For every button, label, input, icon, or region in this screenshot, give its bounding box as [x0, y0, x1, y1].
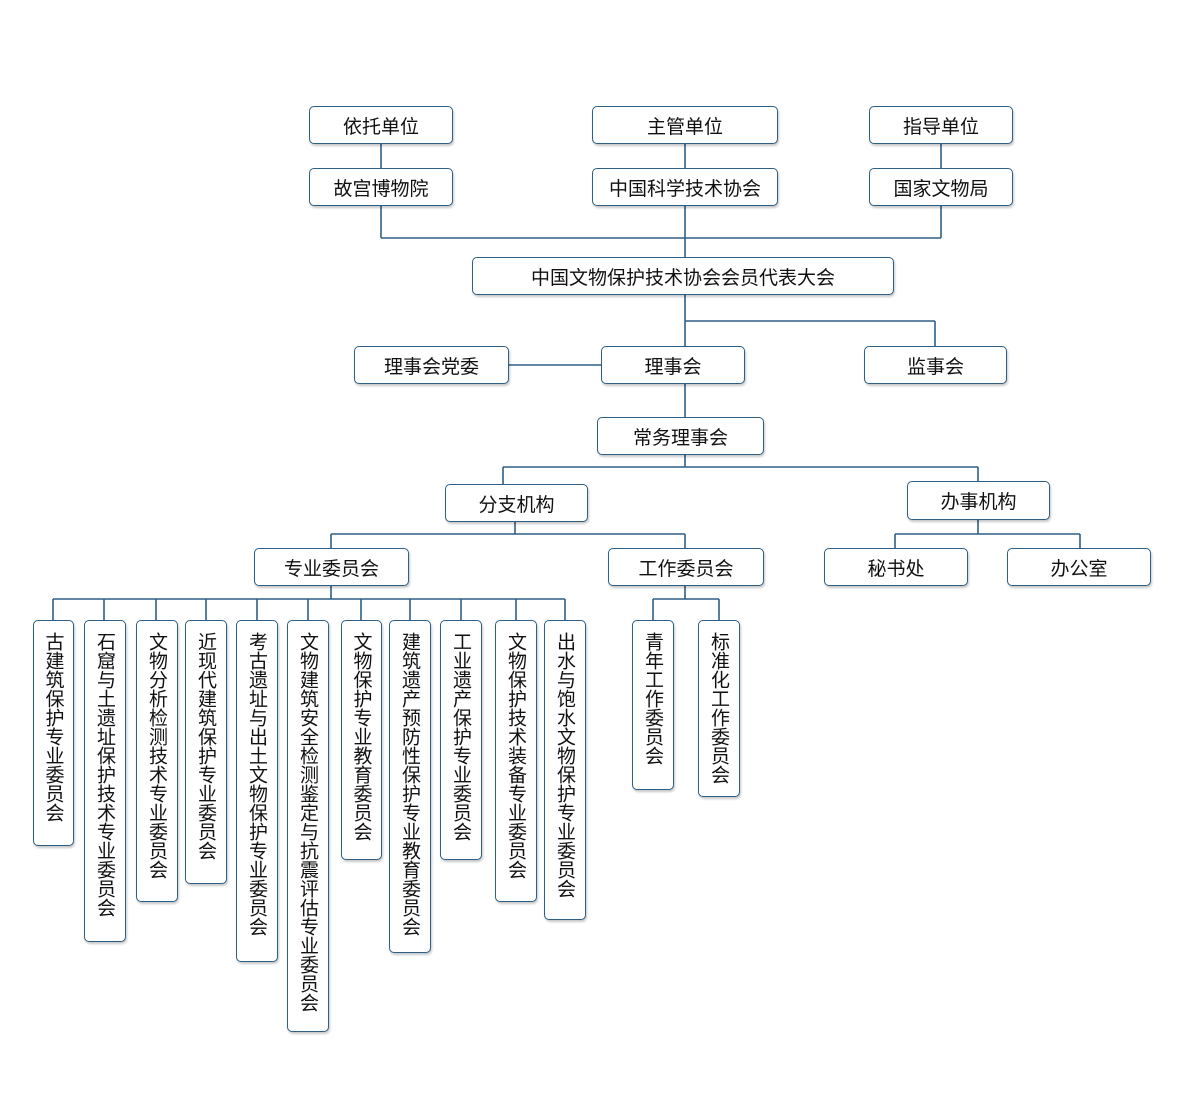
supervisory-board-box: 监事会	[864, 346, 1007, 384]
reliance-unit-label: 依托单位	[342, 115, 419, 138]
professional-committees: 专业委员会	[283, 557, 379, 580]
committee-box-8: 建筑遗产预防性保护专业教育委员会	[389, 620, 431, 953]
offices: 办事机构	[940, 491, 1017, 513]
committee-box-3: 文物分析检测技术专业委员会	[136, 620, 178, 902]
committee-label: 石窟与土遗址保护技术专业委员会	[94, 632, 116, 917]
committee-label: 出水与饱水文物保护专业委员会	[554, 632, 576, 898]
working-committee-box-2: 标准化工作委员会	[698, 620, 740, 797]
party-committee-box: 理事会党委	[354, 346, 509, 384]
committee-label: 文物建筑安全检测鉴定与抗震评估专业委员会	[297, 632, 319, 1012]
committee-box-2: 石窟与土遗址保护技术专业委员会	[84, 620, 126, 942]
committee-box-9: 工业遗产保护专业委员会	[440, 620, 482, 860]
standing-council-box: 常务理事会	[597, 417, 764, 455]
guidance-org: 国家文物局	[893, 177, 989, 200]
reliance-unit-label-box: 依托单位	[309, 106, 453, 144]
committee-label: 考古遗址与出土文物保护专业委员会	[246, 632, 268, 936]
committee-box-6: 文物建筑安全检测鉴定与抗震评估专业委员会	[287, 620, 329, 1032]
assembly-box: 中国文物保护技术协会会员代表大会	[472, 257, 894, 295]
professional-committees-box: 专业委员会	[254, 548, 409, 586]
working-committee-label: 青年工作委员会	[642, 632, 664, 765]
working-committee-label: 标准化工作委员会	[708, 632, 730, 784]
committee-box-7: 文物保护专业教育委员会	[341, 620, 382, 860]
guidance-org-box: 国家文物局	[869, 168, 1013, 206]
supervisor-org: 中国科学技术协会	[608, 177, 761, 200]
guidance-unit-label: 指导单位	[902, 115, 979, 138]
supervisor-unit-label-box: 主管单位	[592, 106, 778, 144]
guidance-unit-label-box: 指导单位	[869, 106, 1013, 144]
branches: 分支机构	[478, 493, 555, 516]
general-office: 办公室	[1050, 557, 1108, 580]
secretariat-box: 秘书处	[824, 548, 968, 586]
council-box: 理事会	[601, 346, 745, 384]
committee-label: 文物保护技术装备专业委员会	[505, 632, 527, 879]
supervisor-org-box: 中国科学技术协会	[592, 168, 778, 206]
working-committees: 工作委员会	[638, 557, 734, 580]
committee-label: 工业遗产保护专业委员会	[450, 632, 472, 841]
committee-label: 建筑遗产预防性保护专业教育委员会	[399, 632, 421, 936]
council: 理事会	[644, 355, 702, 378]
committee-box-1: 古建筑保护专业委员会	[33, 620, 74, 846]
committee-box-10: 文物保护技术装备专业委员会	[495, 620, 537, 902]
assembly: 中国文物保护技术协会会员代表大会	[530, 266, 835, 289]
committee-label: 文物保护专业教育委员会	[350, 632, 373, 841]
committee-box-4: 近现代建筑保护专业委员会	[185, 620, 227, 884]
reliance-org: 故宫博物院	[333, 177, 429, 200]
reliance-org-box: 故宫博物院	[309, 168, 453, 206]
branches-box: 分支机构	[445, 484, 588, 522]
offices-box: 办事机构	[907, 481, 1050, 520]
working-committees-box: 工作委员会	[608, 548, 764, 586]
working-committee-box-1: 青年工作委员会	[632, 620, 674, 790]
party-committee: 理事会党委	[383, 355, 479, 378]
committee-label: 古建筑保护专业委员会	[42, 632, 65, 822]
general-office-box: 办公室	[1007, 548, 1151, 586]
standing-council: 常务理事会	[632, 426, 728, 449]
committee-label: 近现代建筑保护专业委员会	[195, 632, 217, 860]
supervisory-board: 监事会	[906, 355, 964, 378]
committee-label: 文物分析检测技术专业委员会	[146, 632, 168, 879]
supervisor-unit-label: 主管单位	[646, 115, 723, 138]
committee-box-11: 出水与饱水文物保护专业委员会	[544, 620, 586, 920]
committee-box-5: 考古遗址与出土文物保护专业委员会	[236, 620, 278, 962]
secretariat: 秘书处	[867, 557, 925, 580]
